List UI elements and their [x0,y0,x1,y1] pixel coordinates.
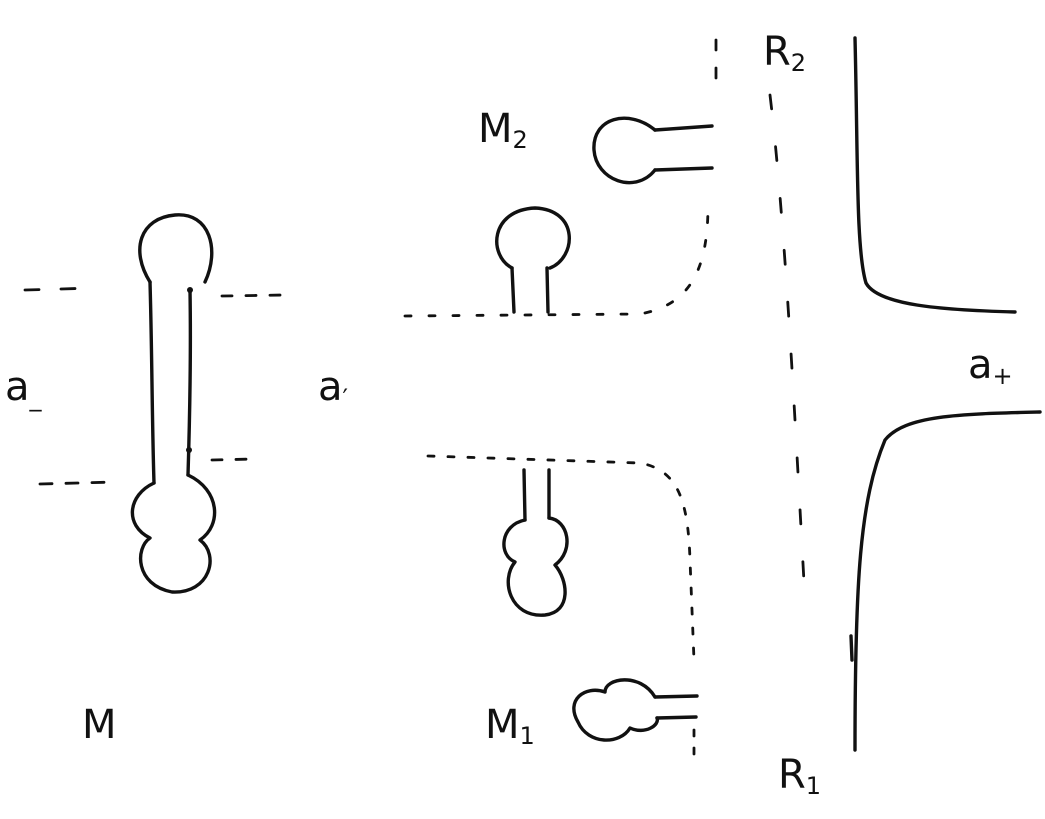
middle-top-dotted-boundary [403,203,710,318]
m1-arm-bottom [655,715,698,720]
label-a-plus: a+ [968,342,1013,390]
figure-m2 [592,116,714,185]
m-top-lobe [138,213,214,284]
upper-bulb-head [495,206,571,270]
a-minus-band-top-right [220,293,287,298]
m-tube-left-line [148,280,156,485]
r-divider-dotted-line [768,93,807,602]
upper-bulb [495,206,571,314]
label-m: M [82,702,117,748]
label-a-minus: a_ [5,364,43,412]
r1-lower-branch [853,410,1042,752]
figure-m [130,213,217,594]
a-minus-band-top-left [23,286,97,292]
upper-bulb-stem-left [510,266,516,314]
label-a-prime: a′ [318,364,348,412]
m2-arm-bottom [653,166,714,172]
m1-blob [572,678,660,742]
label-r1: R1 [778,752,821,800]
r1-lower-branch-tick [849,634,854,662]
figure-m1 [572,678,699,742]
r2-upper-branch [853,36,1017,314]
m1-arm-top [653,694,699,699]
m-node-top [187,287,193,293]
a-minus-band-bottom-left [38,480,117,486]
a-minus-band-bottom-right [210,457,257,462]
lower-bulb-stem-left [522,468,527,522]
m2-arm-top [653,124,714,132]
lower-bulb [502,468,569,617]
m-lower-blob [130,473,217,594]
middle-bottom-dotted-boundary [426,454,696,662]
label-m2: M2 [478,106,528,154]
label-m1: M1 [485,702,535,750]
upper-bulb-stem-right [545,266,550,314]
lower-bulb-body [502,516,569,617]
label-r2: R2 [763,29,806,77]
m-node-bottom [186,447,192,453]
m2-lobe [592,116,657,185]
